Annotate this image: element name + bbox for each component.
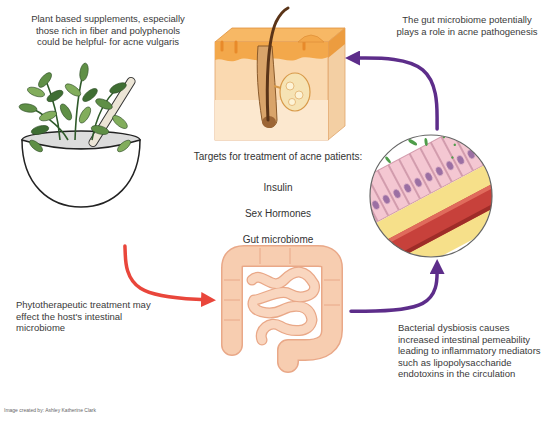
herb-bowl-illustration-part <box>28 70 118 140</box>
skin-section-illustration-part <box>298 35 324 42</box>
target-label: Gut microbiome <box>213 234 343 246</box>
skin-section-illustration-part <box>295 91 303 99</box>
gut-lining-illustration-part-part-part <box>384 156 391 164</box>
herb-bowl-illustration-part <box>94 97 114 112</box>
gut-lining-illustration-part-part-part <box>359 165 537 274</box>
red-arrow <box>125 246 210 300</box>
gut-lining-illustration-part-part-part <box>424 138 428 146</box>
gut-lining-illustration-part-part-part <box>453 143 456 146</box>
target-label: Targets for treatment of acne patients: <box>163 151 393 163</box>
intestine-illustration <box>224 248 340 362</box>
skin-section-illustration-part <box>215 42 328 140</box>
skin-section-illustration-part <box>274 86 281 88</box>
gut-lining-illustration-part-part-part <box>421 123 432 130</box>
gut-lining-illustration-part-part-part <box>359 165 529 258</box>
gut-lining-illustration-part <box>313 78 546 290</box>
skin-section-illustration-part <box>286 82 294 90</box>
herb-bowl-illustration-part <box>111 113 130 131</box>
gut-lining-illustration-part <box>370 135 492 257</box>
herb-bowl-illustration-part <box>90 124 109 136</box>
herb-bowl-illustration-part <box>30 124 49 136</box>
node-caption: Plant based supplements, especially thos… <box>26 13 190 48</box>
gut-lining-illustration-part-part-part <box>350 148 546 290</box>
intestine-illustration-part <box>252 272 315 340</box>
gut-lining-illustration-part-part-part <box>386 138 395 148</box>
herb-bowl-illustration-part <box>45 88 65 104</box>
herb-bowl-illustration-part <box>38 109 58 123</box>
gut-lining-circle: Bacterial dysbiosis causes increased int… <box>370 135 492 257</box>
intestine-illustration-part <box>232 256 332 362</box>
herb-bowl-illustration-part <box>28 138 45 154</box>
skin-section: The gut microbiome potentially plays a r… <box>213 22 345 142</box>
skin-section-illustration <box>215 8 345 140</box>
herb-bowl-illustration-part <box>77 105 93 125</box>
herb-bowl-illustration-part <box>78 62 89 81</box>
intestine: Phytotherapeutic treatment may effect th… <box>213 244 347 356</box>
herb-bowl: Plant based supplements, especially thos… <box>20 62 142 208</box>
herb-bowl-illustration-part <box>58 102 74 122</box>
herb-bowl-illustration-part <box>63 82 82 99</box>
herb-bowl-illustration <box>18 62 140 207</box>
purple-arrow <box>351 265 437 311</box>
intestine-illustration-part <box>232 256 332 362</box>
skin-section-illustration-part <box>328 28 345 140</box>
intestine-illustration-part <box>252 272 315 340</box>
skin-section-illustration-part <box>215 28 345 42</box>
node-caption: Bacterial dysbiosis causes increased int… <box>398 322 548 380</box>
credit-note: Image created by: Ashley Katherine Clark <box>4 407 164 414</box>
node-caption: Phytotherapeutic treatment may effect th… <box>16 299 154 334</box>
gut-lining-illustration-part-part-part <box>451 156 454 159</box>
target-label: Sex Hormones <box>213 208 343 220</box>
herb-bowl-illustration-part <box>116 138 133 154</box>
skin-section-illustration-part <box>289 99 296 106</box>
skin-section-illustration-part <box>280 73 310 111</box>
gut-lining-illustration-part-part <box>313 78 546 290</box>
target-label: Insulin <box>213 182 343 194</box>
herb-bowl-illustration-part <box>18 102 37 113</box>
herb-bowl-illustration-part <box>36 71 54 90</box>
gut-lining-illustration-part-part-part <box>371 157 381 161</box>
gut-lining-illustration-part-part-part <box>389 126 400 132</box>
node-caption: The gut microbiome potentially plays a r… <box>390 14 544 37</box>
herb-bowl-illustration-part <box>87 76 136 148</box>
gut-lining-illustration <box>313 78 546 290</box>
herb-bowl-illustration-part <box>26 85 46 99</box>
gut-lining-illustration-part-part-part <box>368 181 538 274</box>
skin-section-illustration-part <box>328 28 345 58</box>
herb-bowl-illustration-part <box>108 81 128 96</box>
purple-arrow <box>351 58 437 129</box>
